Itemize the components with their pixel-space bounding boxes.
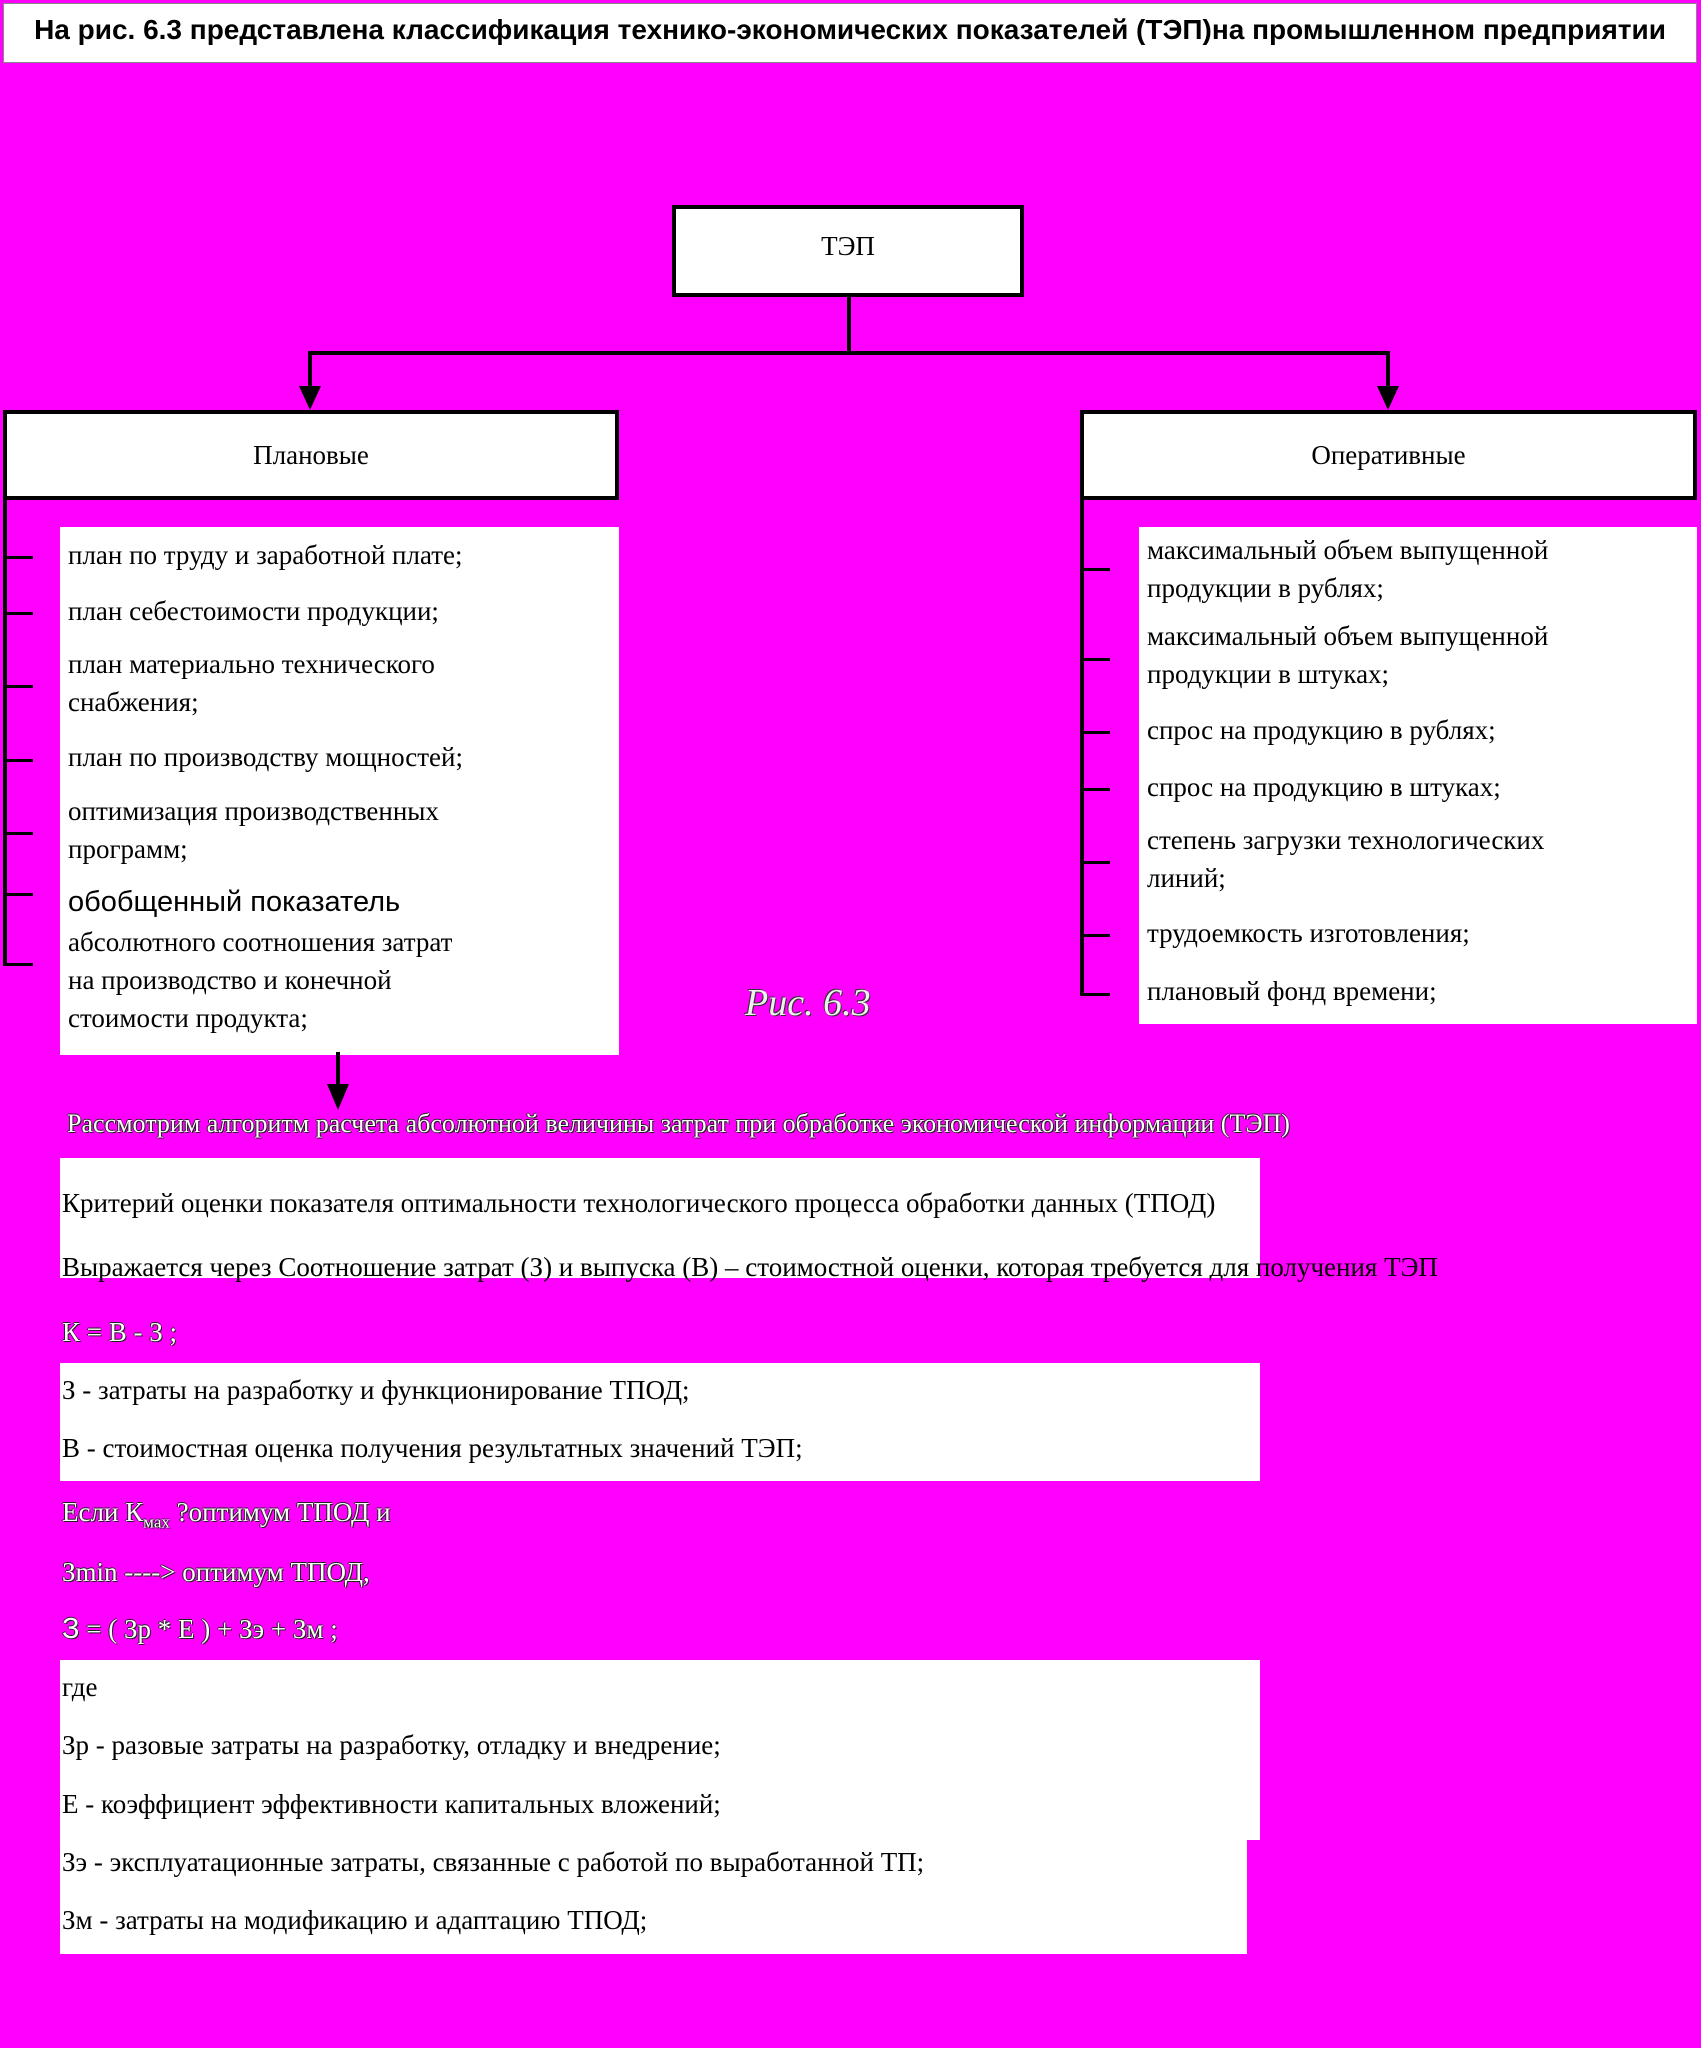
- planned-item: план по труду и заработной плате;: [68, 540, 463, 570]
- algorithm-intro: Рассмотрим алгоритм расчета абсолютной в…: [67, 1109, 1290, 1138]
- planned-item: абсолютного соотношения затрат на произв…: [68, 927, 453, 1033]
- arrow-right-icon: [1377, 386, 1399, 410]
- formula-z-lead: З: [62, 1613, 80, 1645]
- operative-item: трудоемкость изготовления;: [1147, 918, 1470, 948]
- condition-text: Если Кмах ?оптимум ТПОД и: [62, 1495, 391, 1539]
- where-label: где: [62, 1672, 98, 1702]
- left-bracket-line: [3, 500, 7, 966]
- node-planned: Плановые: [3, 410, 619, 500]
- right-tick: [1080, 658, 1110, 661]
- definition-v: В - стоимостная оценка получения результ…: [62, 1433, 803, 1463]
- left-tick: [3, 612, 33, 615]
- node-operative-label: Оперативные: [1311, 439, 1466, 470]
- operative-item: спрос на продукцию в рублях;: [1147, 715, 1496, 745]
- condition-prefix: Если К: [62, 1497, 144, 1527]
- operative-item: степень загрузки технологических линий;: [1147, 825, 1545, 893]
- right-bracket-line: [1080, 500, 1084, 996]
- arrow-down-icon: [327, 1084, 349, 1110]
- connector-horizontal: [308, 351, 1390, 355]
- right-tick: [1080, 788, 1110, 791]
- definition-e: Е - коэффициент эффективности капитальны…: [62, 1789, 721, 1819]
- criterion-text: Критерий оценки показателя оптимальности…: [62, 1188, 1216, 1218]
- operative-item: плановый фонд времени;: [1147, 976, 1437, 1006]
- left-tick: [3, 759, 33, 762]
- expressed-text: Выражается через Соотношение затрат (З) …: [62, 1252, 1438, 1282]
- left-tick: [3, 556, 33, 559]
- operative-items-panel: максимальный объем выпущенной продукции …: [1139, 527, 1697, 1024]
- connector-left-down: [308, 351, 312, 389]
- where-block: [60, 1660, 1260, 1840]
- left-tick: [3, 963, 33, 966]
- condition-suffix: ?оптимум ТПОД и: [169, 1497, 391, 1527]
- planned-item-bold: обобщенный показатель: [68, 886, 401, 918]
- where-block-tail: [60, 1838, 1247, 1954]
- left-tick: [3, 832, 33, 835]
- planned-item: план материально технического снабжения;: [68, 649, 435, 717]
- planned-items-panel: план по труду и заработной плате; план с…: [60, 527, 619, 1055]
- planned-item: план по производству мощностей;: [68, 742, 463, 772]
- operative-item: максимальный объем выпущенной продукции …: [1147, 621, 1549, 689]
- definition-zr: Зр - разовые затраты на разработку, отла…: [62, 1730, 721, 1760]
- formula-z: З = ( Зр * Е ) + Зэ + Зм ;: [62, 1612, 338, 1646]
- node-tep: ТЭП: [672, 205, 1024, 297]
- right-tick: [1080, 568, 1110, 571]
- node-operative: Оперативные: [1080, 410, 1697, 500]
- right-tick: [1080, 731, 1110, 734]
- node-planned-label: Плановые: [253, 439, 369, 470]
- left-tick: [3, 685, 33, 688]
- formula-z-rest: = ( Зр * Е ) + Зэ + Зм ;: [79, 1614, 338, 1644]
- right-tick: [1080, 993, 1110, 996]
- planned-item: оптимизация производственных программ;: [68, 796, 439, 864]
- definitions-block: [60, 1363, 1260, 1481]
- right-tick: [1080, 934, 1110, 937]
- page-title: На рис. 6.3 представлена классификация т…: [3, 3, 1697, 63]
- left-tick: [3, 893, 33, 896]
- page-title-text: На рис. 6.3 представлена классификация т…: [34, 14, 1666, 45]
- definition-z: З - затраты на разработку и функциониров…: [62, 1375, 690, 1405]
- condition-sub: мах: [143, 1512, 170, 1532]
- operative-item: спрос на продукцию в штуках;: [1147, 772, 1501, 802]
- definition-ze: Зэ - эксплуатационные затраты, связанные…: [62, 1847, 925, 1877]
- formula-k: К = В - З ;: [62, 1317, 178, 1347]
- planned-item: план себестоимости продукции;: [68, 596, 439, 626]
- arrow-left-icon: [299, 386, 321, 410]
- connector-right-down: [1386, 351, 1390, 389]
- connector-root-down: [847, 297, 851, 354]
- node-tep-label: ТЭП: [821, 231, 875, 261]
- right-tick: [1080, 861, 1110, 864]
- zmin-text: Зmin ----> оптимум ТПОД,: [62, 1557, 370, 1587]
- connector-algorithm: [336, 1052, 340, 1086]
- criterion-block: [60, 1158, 1260, 1278]
- definition-zm: Зм - затраты на модификацию и адаптацию …: [62, 1905, 648, 1935]
- operative-item: максимальный объем выпущенной продукции …: [1147, 535, 1549, 603]
- figure-caption: Рис. 6.3: [745, 982, 871, 1024]
